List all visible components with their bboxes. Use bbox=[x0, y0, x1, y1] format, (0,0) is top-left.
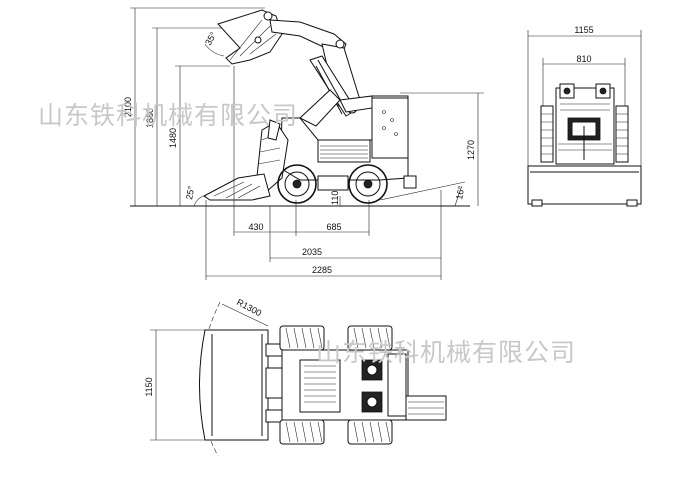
watermark-text-2: 山东铁科机械有限公司 bbox=[316, 338, 576, 367]
watermark-text-1: 山东铁科机械有限公司 bbox=[38, 101, 298, 130]
dim-1880: 1880 bbox=[145, 108, 155, 128]
front-wheel bbox=[277, 164, 317, 204]
dim-track-width: 810 bbox=[576, 54, 591, 64]
dim-width-total: 1155 bbox=[574, 25, 593, 35]
front-view: 1155 810 bbox=[527, 25, 642, 207]
top-view: 1150 R1300 bbox=[144, 297, 447, 457]
dim-length-no-bucket: 2035 bbox=[302, 247, 322, 257]
dim-bucket-width: 1150 bbox=[144, 377, 154, 396]
dim-ground-clearance: 110 bbox=[330, 191, 340, 205]
lowered-bucket bbox=[203, 173, 271, 201]
machine-body bbox=[279, 89, 417, 189]
side-view: 2100 1880 1480 1270 35° bbox=[123, 7, 484, 280]
dim-wheelbase: 685 bbox=[326, 222, 341, 232]
dim-front-overhang: 430 bbox=[248, 222, 263, 232]
dim-angle-dump: 35° bbox=[203, 30, 219, 47]
dim-length-total: 2285 bbox=[312, 265, 332, 275]
rear-wheel bbox=[348, 164, 388, 204]
dim-1480: 1480 bbox=[168, 128, 178, 148]
dim-angle-departure: 16° bbox=[454, 185, 466, 201]
dim-1270-side: 1270 bbox=[466, 140, 476, 160]
dim-2100: 2100 bbox=[123, 97, 133, 117]
raised-bucket bbox=[217, 9, 283, 65]
dim-turn-radius: R1300 bbox=[235, 297, 263, 318]
dim-angle-approach: 25° bbox=[184, 185, 196, 201]
